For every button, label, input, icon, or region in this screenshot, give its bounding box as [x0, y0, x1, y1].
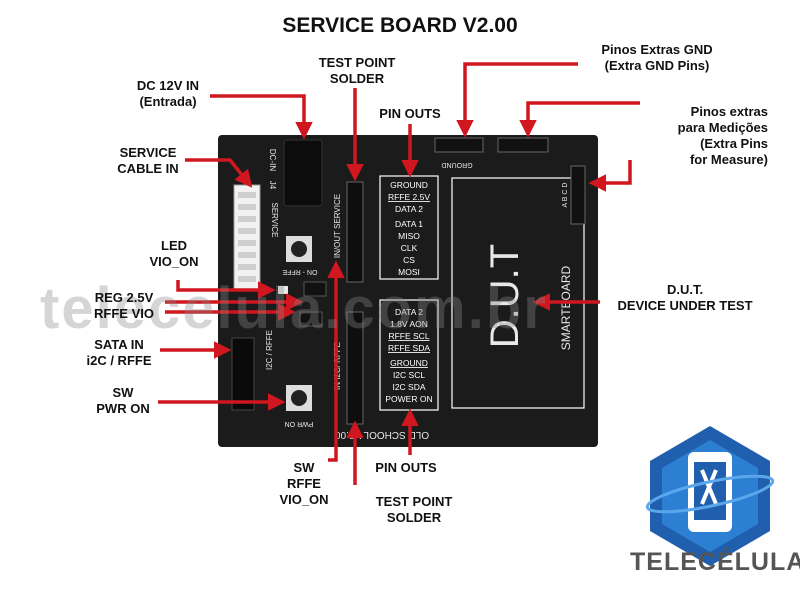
abcd-silk: A B C D	[562, 183, 569, 208]
service-connector	[233, 184, 261, 291]
top-box-line: CS	[403, 255, 415, 265]
watermark: telecelula.com.br	[40, 276, 548, 341]
smartboard-text: SMARTBOARD	[559, 265, 573, 350]
pin-outs-bottom-label: PIN OUTS	[375, 460, 437, 475]
telecelula-logo	[645, 426, 775, 566]
extra-measure-label: Pinos extras para Medições (Extra Pins f…	[677, 104, 768, 167]
on-rffe-silk: ON - RFFE	[282, 268, 317, 275]
pin-outs-top-label: PIN OUTS	[379, 106, 441, 121]
sw-rffe-label: SW RFFE VIO_ON	[279, 460, 329, 507]
pcb-board	[218, 135, 598, 447]
test-point-top-label: TEST POINT SOLDER	[318, 55, 396, 86]
top-box-line: CLK	[401, 243, 418, 253]
sw-pwr-label: SW PWR ON	[96, 385, 150, 416]
bottom-box-line: I2C SDA	[392, 382, 425, 392]
top-box-line: DATA 1	[395, 219, 423, 229]
ground-silk: GROUND	[441, 161, 472, 168]
telecelula-wordmark: TELECÉLULA	[630, 548, 800, 576]
top-box-line: RFFE 2.5V	[388, 192, 430, 202]
dut-label: D.U.T. DEVICE UNDER TEST	[617, 282, 753, 313]
extra-gnd-label: Pinos Extras GND (Extra GND Pins)	[601, 42, 713, 73]
dc-jack	[283, 139, 323, 207]
page-title: SERVICE BOARD V2.00	[282, 14, 518, 37]
test-point-bottom-label: TEST POINT SOLDER	[375, 494, 453, 525]
bottom-box-line: RFFE SCL	[388, 331, 429, 341]
bottom-box-line: DATA 2	[395, 307, 423, 317]
top-box-line: DATA 2	[395, 204, 423, 214]
service-cable-label: SERVICE CABLE IN	[117, 145, 179, 176]
dcin-silk: DC-IN	[268, 149, 277, 171]
pwr-on-silk: PWR ON	[285, 420, 314, 427]
footer-text: OLD SCHOOL V2.00	[335, 429, 430, 440]
bottom-box-line: POWER ON	[385, 394, 432, 404]
top-box-line: MISO	[398, 231, 420, 241]
dc-in-label: DC 12V IN (Entrada)	[136, 78, 200, 109]
bottom-box-line: 1.8V AON	[390, 319, 428, 329]
sata-label: SATA IN i2C / RFFE	[86, 337, 152, 368]
led-label: LED VIO_ON	[149, 238, 199, 269]
dut-area	[451, 177, 585, 409]
bottom-box-line: RFFE SDA	[388, 343, 430, 353]
sata-connector	[231, 337, 255, 411]
j4-silk: J4	[268, 181, 277, 190]
top-box-line: GROUND	[390, 180, 428, 190]
i2c-rffe-silk: I2C / RFFE	[265, 330, 274, 370]
reg-label: REG 2.5V RFFE VIO	[94, 290, 154, 321]
bottom-box-line: GROUND	[390, 358, 428, 368]
dut-board-text: D.U.T	[483, 244, 527, 348]
service-silk: SERVICE	[270, 203, 279, 238]
top-box-line: MOSI	[398, 267, 420, 277]
callout-arrows	[158, 62, 640, 485]
bottom-box-line: I2C SCL	[393, 370, 425, 380]
io-service-silk: IN/OUT SERVICE	[333, 194, 342, 258]
